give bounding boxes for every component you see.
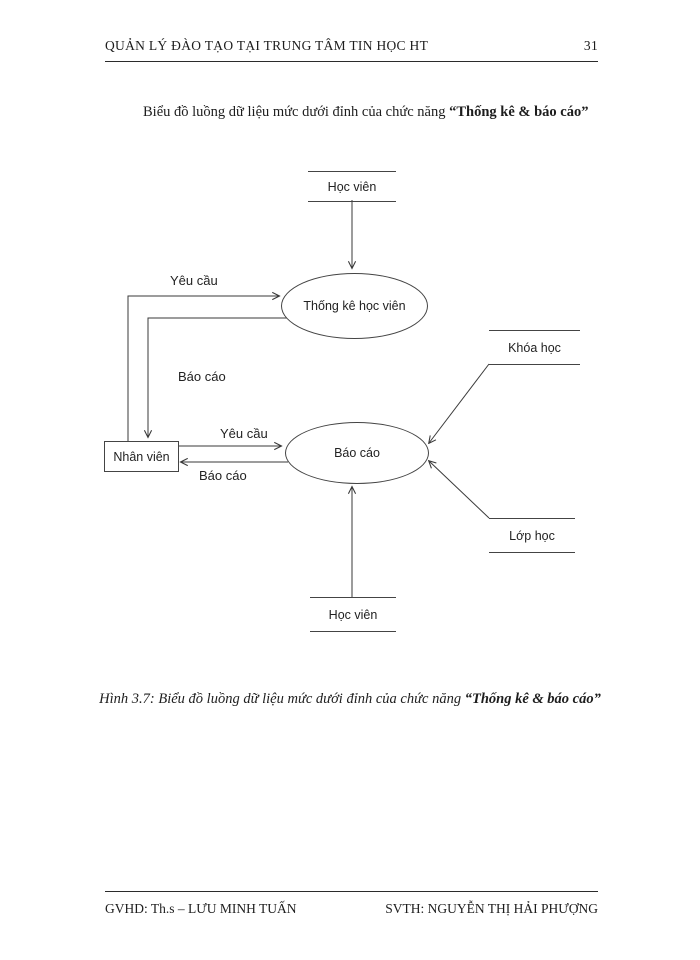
- datastore-hoc-vien-top: Học viên: [308, 171, 396, 202]
- intro-emphasis: “Thống kê & báo cáo”: [449, 103, 589, 120]
- edge-label-yeu-cau-top: Yêu cầu: [168, 273, 220, 288]
- caption-text: Biểu đồ luồng dữ liệu mức dưới đỉnh của …: [158, 690, 465, 707]
- entity-label: Nhân viên: [113, 449, 170, 464]
- process-bao-cao: Báo cáo: [285, 422, 429, 484]
- caption-label: Hình 3.7:: [99, 690, 159, 707]
- datastore-khoa-hoc: Khóa học: [489, 330, 580, 365]
- datastore-label: Khóa học: [508, 340, 561, 355]
- process-thong-ke-hoc-vien: Thống kê học viên: [281, 273, 428, 339]
- datastore-lop-hoc: Lớp học: [489, 518, 575, 553]
- page-header: QUẢN LÝ ĐÀO TẠO TẠI TRUNG TÂM TIN HỌC HT…: [105, 38, 598, 62]
- datastore-label: Học viên: [328, 607, 378, 622]
- caption-emphasis: “Thống kê & báo cáo”: [464, 690, 601, 707]
- footer-advisor: GVHD: Th.s – LƯU MINH TUẤN: [105, 901, 297, 916]
- datastore-hoc-vien-bottom: Học viên: [310, 597, 396, 632]
- footer-student: SVTH: NGUYỄN THỊ HẢI PHƯỢNG: [385, 901, 598, 916]
- datastore-label: Lớp học: [509, 528, 555, 543]
- datastore-label: Học viên: [327, 179, 377, 194]
- intro-text: Biểu đồ luồng dữ liệu mức dưới đỉnh của …: [143, 103, 450, 120]
- header-title: QUẢN LÝ ĐÀO TẠO TẠI TRUNG TÂM TIN HỌC HT: [105, 38, 429, 53]
- process-label: Báo cáo: [334, 446, 380, 460]
- intro-paragraph: Biểu đồ luồng dữ liệu mức dưới đỉnh của …: [105, 97, 602, 129]
- process-label: Thống kê học viên: [303, 299, 406, 313]
- page-footer: GVHD: Th.s – LƯU MINH TUẤN SVTH: NGUYỄN …: [105, 891, 598, 917]
- figure-caption: Hình 3.7: Biểu đồ luồng dữ liệu mức dưới…: [85, 683, 615, 716]
- entity-nhan-vien: Nhân viên: [104, 441, 179, 472]
- page-number: 31: [583, 38, 598, 53]
- edge-label-bao-cao-left: Báo cáo: [176, 369, 228, 384]
- edge-label-yeu-cau-mid: Yêu cầu: [218, 426, 270, 441]
- flow-lophoc-to-baocao: [429, 461, 490, 519]
- edge-label-bao-cao-mid: Báo cáo: [197, 468, 249, 483]
- flow-khoahoc-to-baocao: [429, 363, 490, 443]
